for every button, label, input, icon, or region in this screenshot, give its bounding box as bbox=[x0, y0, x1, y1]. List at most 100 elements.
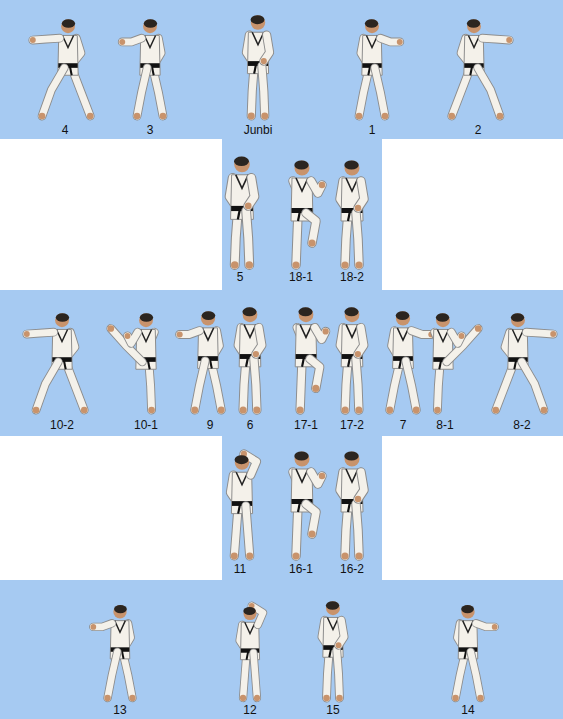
head bbox=[243, 607, 256, 620]
limb bbox=[356, 213, 359, 265]
foot bbox=[541, 407, 548, 414]
belt-tail bbox=[246, 357, 248, 367]
hair bbox=[56, 313, 69, 322]
hair bbox=[294, 451, 308, 460]
limb-outline bbox=[137, 68, 147, 116]
collar bbox=[397, 328, 408, 340]
belt-tail bbox=[302, 357, 304, 367]
limb-outline bbox=[180, 331, 200, 335]
limb bbox=[254, 359, 257, 410]
limb bbox=[412, 331, 432, 335]
limb bbox=[195, 361, 205, 410]
limb bbox=[478, 68, 500, 116]
fist bbox=[24, 331, 30, 337]
limb bbox=[262, 66, 265, 116]
fist bbox=[319, 182, 325, 188]
foot bbox=[323, 695, 330, 702]
foot bbox=[382, 113, 389, 120]
foot bbox=[308, 239, 315, 246]
athlete-figure bbox=[291, 451, 325, 559]
hair bbox=[326, 601, 339, 610]
foot bbox=[218, 407, 225, 414]
foot bbox=[39, 113, 46, 120]
collar bbox=[296, 178, 308, 191]
head bbox=[295, 161, 310, 176]
hair bbox=[461, 605, 474, 613]
limb-outline bbox=[253, 653, 256, 698]
collar bbox=[437, 329, 448, 341]
collar bbox=[245, 622, 255, 633]
collar bbox=[244, 325, 256, 338]
athlete-figure bbox=[119, 19, 166, 119]
limb bbox=[248, 178, 254, 206]
athlete-figure bbox=[433, 313, 482, 413]
foot bbox=[356, 113, 363, 120]
limb bbox=[36, 362, 58, 410]
collar bbox=[236, 472, 248, 485]
head bbox=[234, 157, 250, 173]
foot bbox=[355, 261, 362, 268]
top-band bbox=[0, 0, 563, 139]
limb-outline bbox=[526, 332, 553, 334]
belt-tail bbox=[238, 209, 240, 219]
hair bbox=[436, 313, 449, 322]
athlete-figure bbox=[246, 15, 269, 119]
limb bbox=[256, 328, 262, 355]
head bbox=[55, 313, 69, 327]
belt-tail bbox=[122, 650, 124, 659]
limb bbox=[526, 332, 553, 334]
limb-outline bbox=[476, 623, 495, 627]
limb-outline bbox=[306, 504, 316, 534]
fist bbox=[459, 333, 465, 339]
collar bbox=[236, 175, 248, 188]
limb bbox=[356, 504, 359, 556]
foot bbox=[160, 113, 167, 120]
limb-outline bbox=[375, 68, 385, 116]
limb-outline bbox=[356, 504, 359, 556]
head bbox=[235, 455, 249, 469]
limb bbox=[253, 653, 256, 698]
athlete-figure bbox=[230, 157, 255, 269]
athlete-figure bbox=[90, 605, 135, 701]
hair bbox=[235, 455, 249, 464]
limb-outline bbox=[356, 213, 359, 265]
limb bbox=[180, 331, 200, 335]
fist bbox=[177, 331, 183, 337]
limb bbox=[93, 623, 112, 627]
hair bbox=[242, 307, 256, 316]
limb bbox=[42, 68, 64, 116]
belt-tail bbox=[247, 651, 249, 660]
fist bbox=[261, 58, 267, 64]
limb-outline bbox=[337, 650, 340, 698]
collar bbox=[202, 328, 213, 340]
collar bbox=[252, 32, 264, 45]
limb bbox=[111, 329, 142, 362]
fist bbox=[397, 39, 403, 45]
hair bbox=[511, 313, 524, 322]
limb bbox=[471, 652, 481, 698]
belt-tail bbox=[298, 211, 300, 221]
limb bbox=[406, 361, 416, 410]
belt-tail bbox=[70, 66, 72, 75]
head bbox=[345, 307, 360, 322]
fist bbox=[90, 624, 96, 630]
foot bbox=[191, 407, 198, 414]
step-number: 15 bbox=[326, 703, 339, 717]
hair bbox=[344, 451, 358, 460]
athlete-figure bbox=[356, 19, 403, 119]
foot bbox=[292, 261, 299, 268]
step-number: 2 bbox=[475, 123, 482, 137]
step-number: 18-1 bbox=[289, 270, 313, 284]
step-number: 17-2 bbox=[340, 418, 364, 432]
foot bbox=[129, 695, 135, 701]
head bbox=[396, 311, 410, 325]
head bbox=[365, 19, 379, 33]
foot bbox=[342, 406, 349, 413]
athlete-figure bbox=[238, 307, 262, 413]
limb-outline bbox=[108, 652, 118, 698]
foot bbox=[492, 407, 499, 414]
foot bbox=[231, 553, 238, 560]
fist bbox=[550, 331, 556, 337]
limb-outline bbox=[358, 328, 364, 355]
foot bbox=[240, 406, 247, 413]
